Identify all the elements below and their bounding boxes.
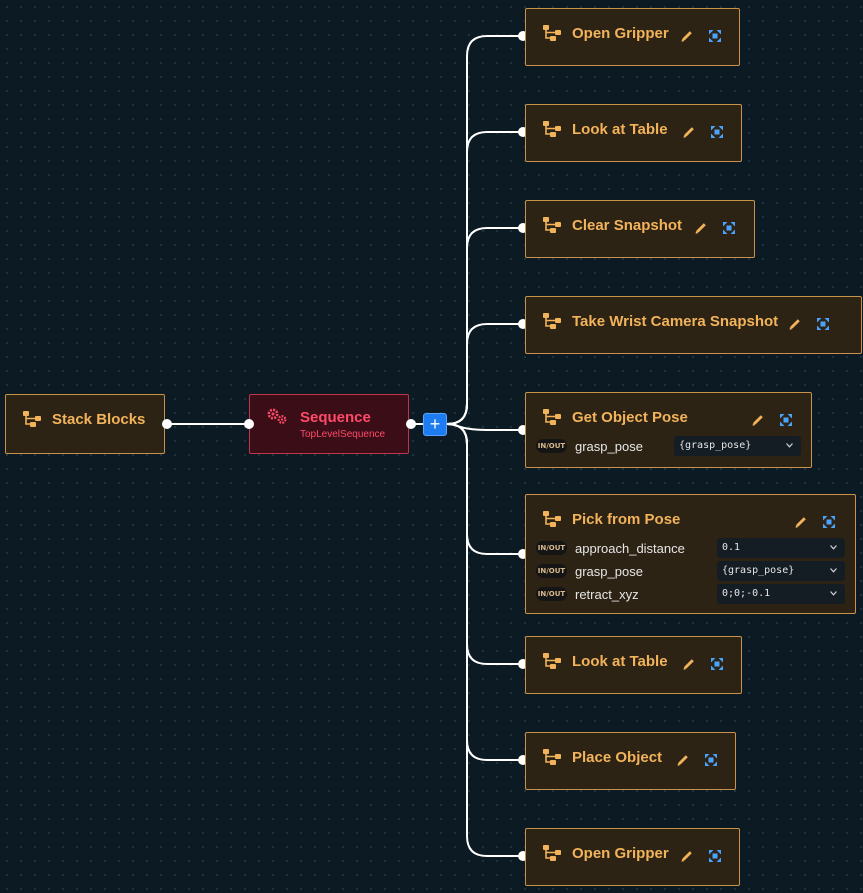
subtree-icon <box>543 25 561 41</box>
edit-pencil-icon[interactable] <box>682 125 696 139</box>
port-row: IN/OUT retract_xyz 0;0;-0.1 <box>536 584 845 604</box>
port-name: grasp_pose <box>575 438 643 454</box>
port-value-select[interactable]: 0;0;-0.1 <box>717 584 845 604</box>
port-row: IN/OUT grasp_pose {grasp_pose} <box>536 561 845 581</box>
port-badge: IN/OUT <box>536 587 567 601</box>
edit-pencil-icon[interactable] <box>680 849 694 863</box>
edit-pencil-icon[interactable] <box>680 29 694 43</box>
edge-sequence-child <box>446 323 523 425</box>
subtree-icon <box>23 411 41 427</box>
edge-sequence-child <box>446 227 523 425</box>
port-value: 0;0;-0.1 <box>722 588 771 599</box>
child-node-label: Place Object <box>572 748 663 766</box>
chevron-down-icon <box>786 443 793 448</box>
expand-icon[interactable] <box>704 753 718 767</box>
port-value: {grasp_pose} <box>722 565 795 576</box>
child-node-label: Open Gripper <box>572 844 669 862</box>
expand-icon[interactable] <box>822 515 836 529</box>
subtree-icon <box>543 845 561 861</box>
edge-sequence-child <box>446 35 523 425</box>
port-badge: IN/OUT <box>536 439 567 453</box>
port-value-select[interactable]: {grasp_pose} <box>674 436 801 456</box>
child-node-label: Get Object Pose <box>572 408 688 426</box>
child-node-label: Pick from Pose <box>572 510 681 528</box>
expand-icon[interactable] <box>816 317 830 331</box>
sequence-input-port[interactable] <box>244 419 254 429</box>
port-value: 0.1 <box>722 542 741 553</box>
edge-sequence-child <box>446 423 523 857</box>
sequence-node-label: Sequence <box>300 409 371 426</box>
port-row: IN/OUT grasp_pose {grasp_pose} <box>536 436 801 456</box>
port-name: approach_distance <box>575 540 685 556</box>
edit-pencil-icon[interactable] <box>676 753 690 767</box>
edit-pencil-icon[interactable] <box>694 221 708 235</box>
subtree-icon <box>543 217 561 233</box>
edge-sequence-child <box>446 423 523 761</box>
expand-icon[interactable] <box>708 29 722 43</box>
child-node-label: Look at Table <box>572 652 668 670</box>
subtree-icon <box>543 121 561 137</box>
sequence-node-sublabel: TopLevelSequence <box>300 429 386 440</box>
port-row: IN/OUT approach_distance 0.1 <box>536 538 845 558</box>
expand-icon[interactable] <box>779 413 793 427</box>
child-node[interactable]: Clear Snapshot <box>525 200 755 258</box>
subtree-icon <box>543 653 561 669</box>
sequence-output-port[interactable] <box>406 419 416 429</box>
child-node-label: Open Gripper <box>572 24 669 42</box>
subtree-icon <box>543 409 561 425</box>
edit-pencil-icon[interactable] <box>794 515 808 529</box>
subtree-icon <box>543 313 561 329</box>
add-child-button[interactable]: + <box>423 413 447 436</box>
expand-icon[interactable] <box>710 125 724 139</box>
edit-pencil-icon[interactable] <box>751 413 765 427</box>
root-node[interactable]: Stack Blocks <box>5 394 165 454</box>
child-node-label: Clear Snapshot <box>572 216 683 234</box>
root-output-port[interactable] <box>162 419 172 429</box>
child-node[interactable]: Look at Table <box>525 636 742 694</box>
chevron-down-icon <box>830 545 837 550</box>
subtree-icon <box>543 749 561 765</box>
edit-pencil-icon[interactable] <box>682 657 696 671</box>
expand-icon[interactable] <box>708 849 722 863</box>
port-name: retract_xyz <box>575 586 639 602</box>
chevron-down-icon <box>830 568 837 573</box>
sequence-node[interactable]: Sequence TopLevelSequence <box>249 394 409 454</box>
gears-icon <box>267 408 287 424</box>
subtree-icon <box>543 511 561 527</box>
child-node[interactable]: Open Gripper <box>525 828 740 886</box>
port-value-select[interactable]: {grasp_pose} <box>717 561 845 581</box>
child-node-label: Look at Table <box>572 120 668 138</box>
child-node[interactable]: Look at Table <box>525 104 742 162</box>
edge-sequence-child <box>446 423 523 555</box>
child-node[interactable]: Take Wrist Camera Snapshot <box>525 296 862 354</box>
port-value-select[interactable]: 0.1 <box>717 538 845 558</box>
edge-sequence-child <box>446 131 523 425</box>
child-node[interactable]: Place Object <box>525 732 736 790</box>
edge-sequence-child <box>446 423 523 665</box>
port-value: {grasp_pose} <box>679 440 752 451</box>
child-node[interactable]: Open Gripper <box>525 8 740 66</box>
port-badge: IN/OUT <box>536 541 567 555</box>
expand-icon[interactable] <box>722 221 736 235</box>
port-name: grasp_pose <box>575 563 643 579</box>
expand-icon[interactable] <box>710 657 724 671</box>
child-node-label: Take Wrist Camera Snapshot <box>572 312 779 330</box>
port-badge: IN/OUT <box>536 564 567 578</box>
root-node-label: Stack Blocks <box>52 410 146 428</box>
edit-pencil-icon[interactable] <box>788 317 802 331</box>
chevron-down-icon <box>830 591 837 596</box>
